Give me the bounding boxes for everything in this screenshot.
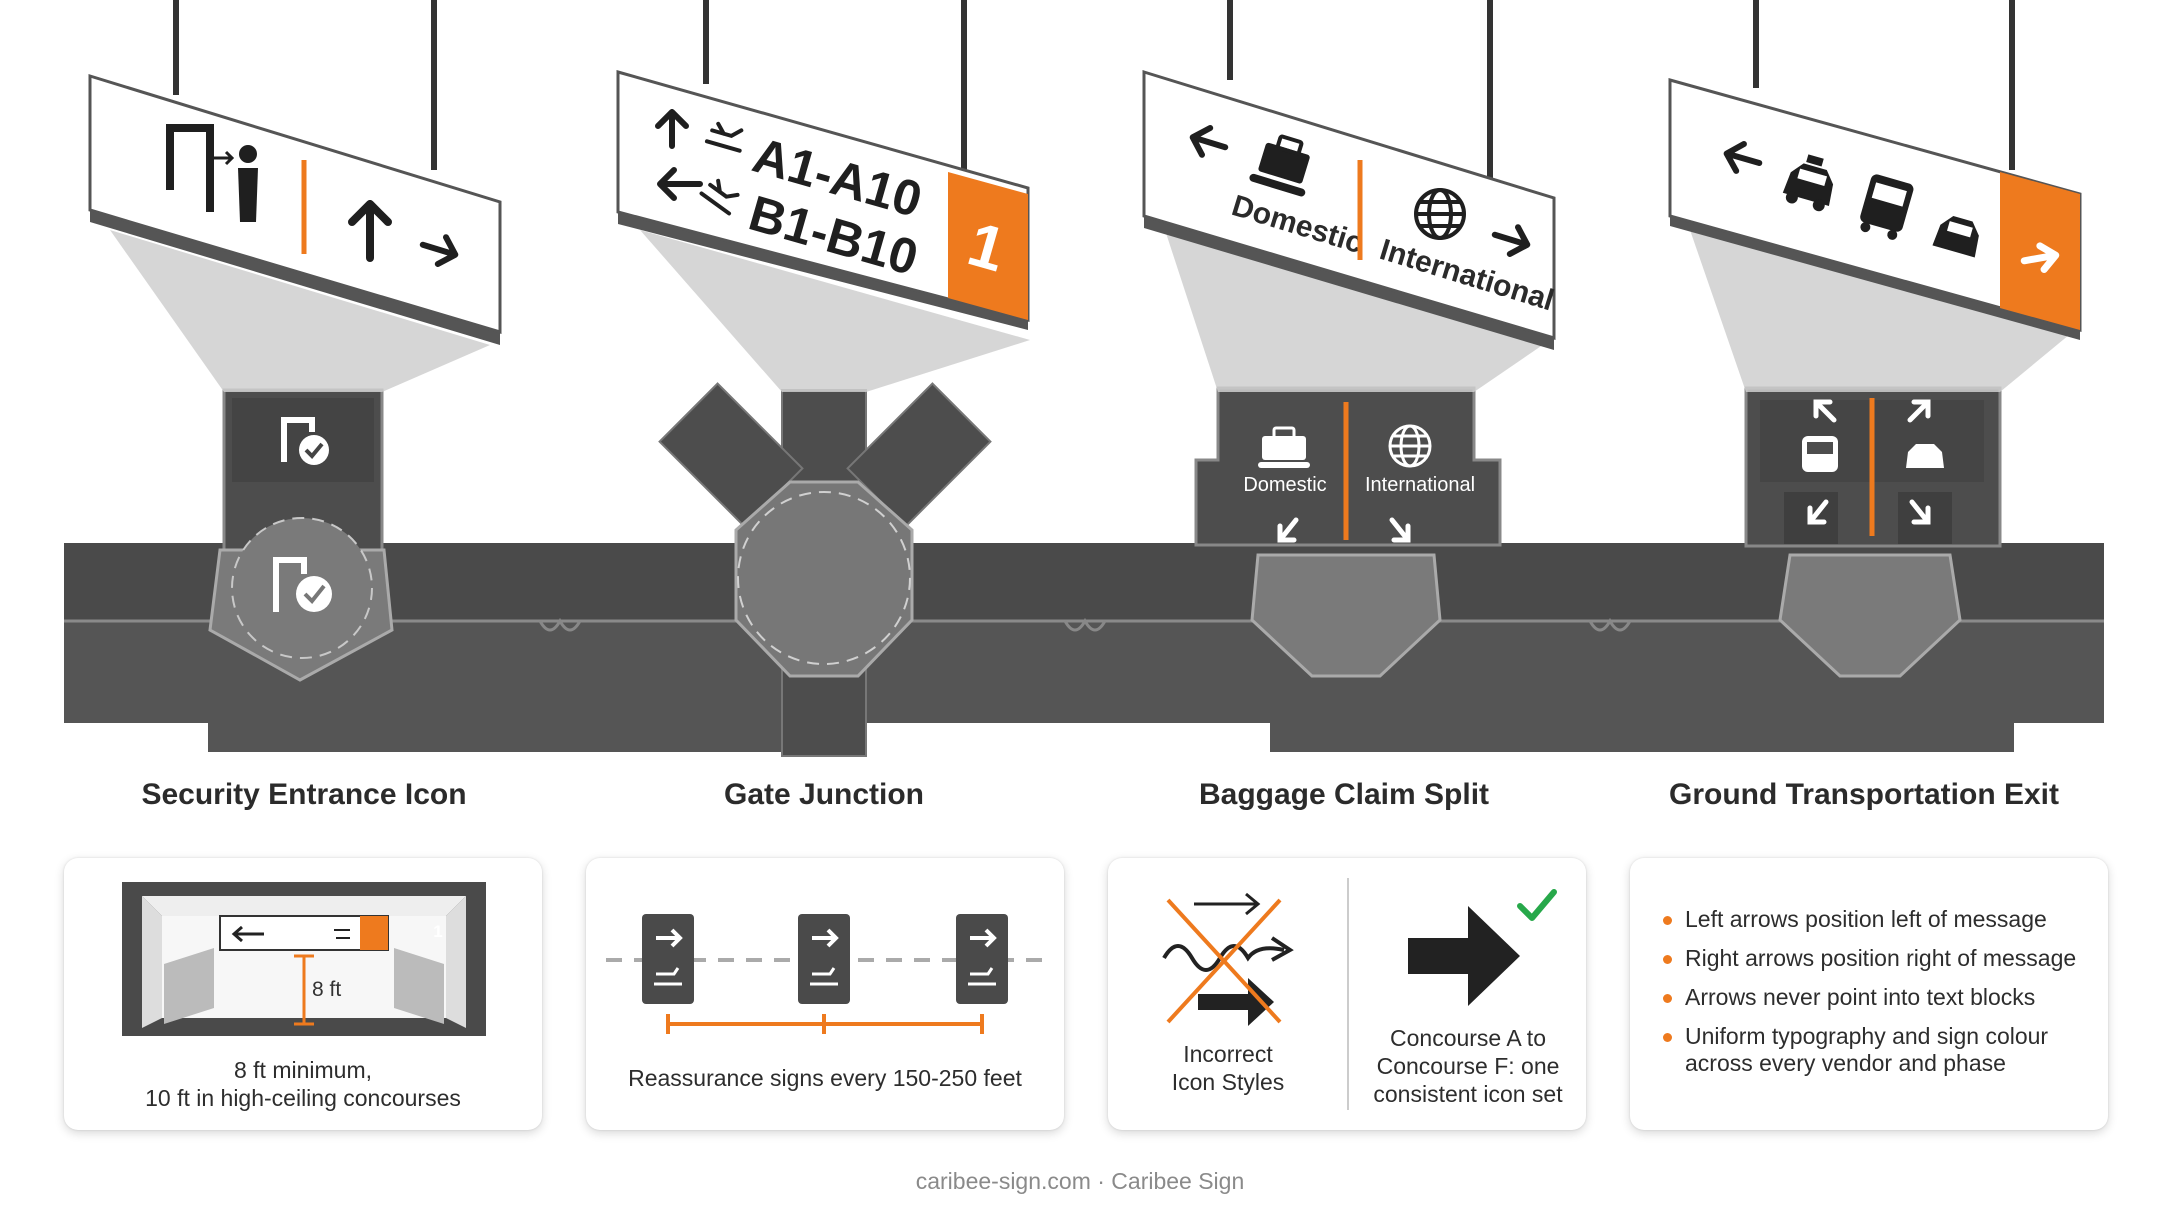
footer-credit: caribee-sign.com · Caribee Sign (915, 1168, 1245, 1194)
incorrect-caption: Incorrect Icon Styles (1171, 1041, 1285, 1095)
luggage-icon-floor (1258, 426, 1310, 468)
height-caption: 8 ft minimum, 10 ft in high-ceiling conc… (145, 1057, 461, 1111)
reassurance-sign-2 (798, 914, 850, 1004)
caption-security: Security Entrance Icon (141, 778, 467, 811)
list-item: Right arrows position right of message (1658, 945, 2098, 972)
icon-comparison (1162, 878, 1557, 1110)
security-floor (208, 388, 394, 682)
taxi-icon (1782, 154, 1834, 212)
globe-icon (1414, 188, 1466, 240)
card-sign-height: 1 8 ft 8 ft minimum, 10 ft in high-ceili… (64, 858, 542, 1130)
floor-label-domestic: Domestic (1243, 474, 1327, 496)
spacing-caption: Reassurance signs every 150-250 feet (628, 1065, 1022, 1091)
list-item: Uniform typography and sign colour acros… (1658, 1023, 2098, 1077)
sign-ground-transport (1668, 0, 2082, 340)
globe-icon-floor (1388, 424, 1432, 468)
gate-number-badge (948, 172, 1028, 320)
caption-baggage: Baggage Claim Split (1198, 778, 1490, 811)
sign-security (88, 0, 502, 345)
height-dimension-label: 8 ft (312, 978, 342, 1001)
caption-ground-transport: Ground Transportation Exit (1668, 778, 2059, 811)
reassurance-sign-1 (642, 914, 694, 1004)
floor-label-international: International (1364, 474, 1476, 496)
floor-plan (64, 543, 2104, 752)
exit-arrow-icon (2020, 242, 2060, 273)
check-icon (1517, 889, 1557, 921)
list-item: Arrows never point into text blocks (1658, 984, 2098, 1011)
reassurance-sign-3 (956, 914, 1008, 1004)
baggage-floor (1194, 386, 1502, 678)
list-item: Left arrows position left of message (1658, 906, 2098, 933)
card-arrow-rules: Left arrows position left of message Rig… (1630, 858, 2108, 1130)
gate-junction-floor (658, 382, 992, 757)
card-sign-spacing: Reassurance signs every 150-250 feet (586, 858, 1064, 1130)
arrow-up-icon (348, 200, 392, 262)
ground-transport-floor (1744, 386, 2002, 678)
spacing-diagram (606, 914, 1046, 1034)
correct-caption: Concourse A to Concourse F: one consiste… (1373, 1025, 1563, 1107)
security-scanner-icon (166, 124, 258, 222)
consistent-arrow-icon (1408, 906, 1520, 1006)
sign-gate: 1 A1-A10 B1-B10 (616, 0, 1030, 330)
security-check-icon-floor (273, 557, 332, 612)
security-check-icon (281, 417, 329, 465)
car-icon (1932, 215, 1979, 258)
rules-list: Left arrows position left of message Rig… (1658, 906, 2098, 1089)
car-icon-floor (1906, 444, 1944, 468)
caption-gate-junction: Gate Junction (723, 778, 925, 811)
height-diagram (122, 882, 486, 1036)
card-icon-consistency: Incorrect Icon Styles Concourse A to Con… (1108, 858, 1586, 1130)
bus-icon (1860, 174, 1914, 240)
luggage-icon (1249, 134, 1310, 197)
mini-sign-number: 1 (433, 922, 443, 941)
sign-baggage: Domestic International (1142, 0, 1558, 350)
bus-icon-floor (1802, 436, 1838, 472)
light-cones (110, 230, 2075, 392)
